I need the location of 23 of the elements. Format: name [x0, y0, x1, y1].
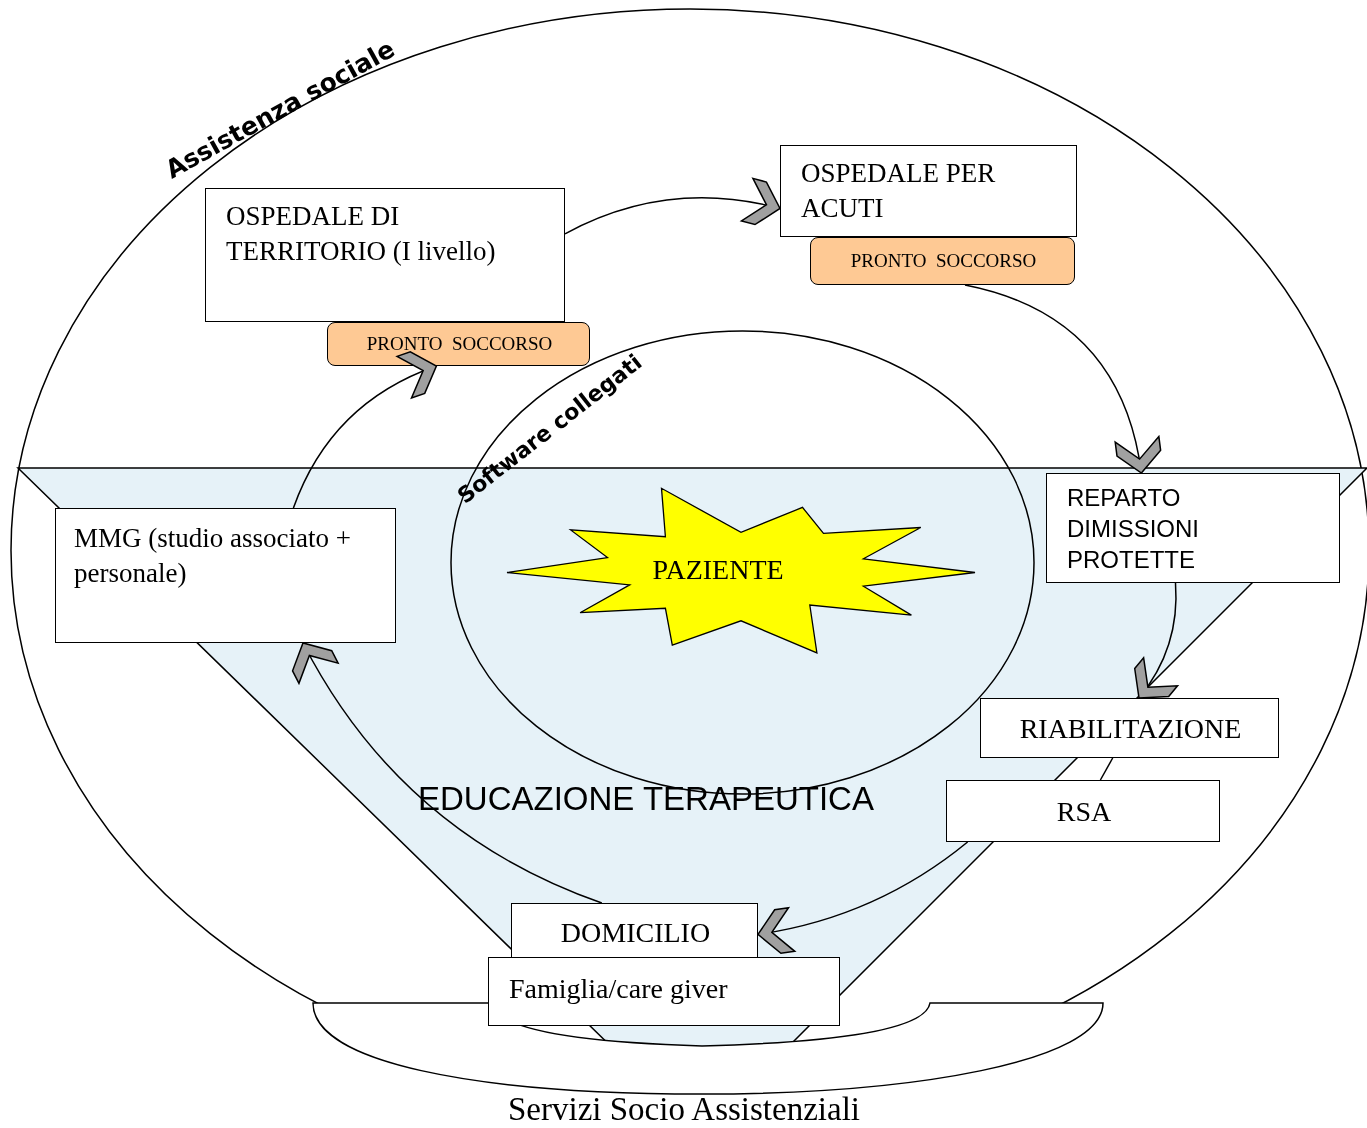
process-box — [980, 698, 1279, 758]
box-text: MMG (studio associato + personale) — [74, 522, 352, 591]
box-text: RIABILITAZIONE — [1018, 712, 1243, 746]
box-text: REPARTO DIMISSIONI PROTETTE — [1067, 483, 1200, 576]
box-text: PRONTO SOCCORSO — [365, 332, 554, 356]
box-text: OSPEDALE DI TERRITORIO (I livello) — [226, 200, 497, 269]
process-box — [511, 903, 758, 960]
process-box — [1046, 473, 1340, 583]
box-text: OSPEDALE PER ACUTI — [801, 157, 997, 226]
process-box — [55, 508, 396, 643]
region-title: EDUCAZIONE TERAPEUTICA — [418, 779, 874, 819]
connector-line — [1099, 757, 1114, 781]
process-box — [780, 145, 1077, 237]
star-text: PAZIENTE — [651, 553, 785, 587]
region-title: Servizi Socio Assistenziali — [508, 1090, 860, 1128]
process-box — [488, 957, 840, 1026]
box-text: PRONTO SOCCORSO — [849, 249, 1038, 273]
process-box — [205, 188, 565, 322]
box-text: RSA — [1055, 795, 1113, 829]
rounded-box — [810, 237, 1075, 285]
box-text: DOMICILIO — [559, 916, 712, 950]
box-text: Famiglia/care giver — [509, 972, 729, 1006]
process-box — [946, 780, 1220, 842]
